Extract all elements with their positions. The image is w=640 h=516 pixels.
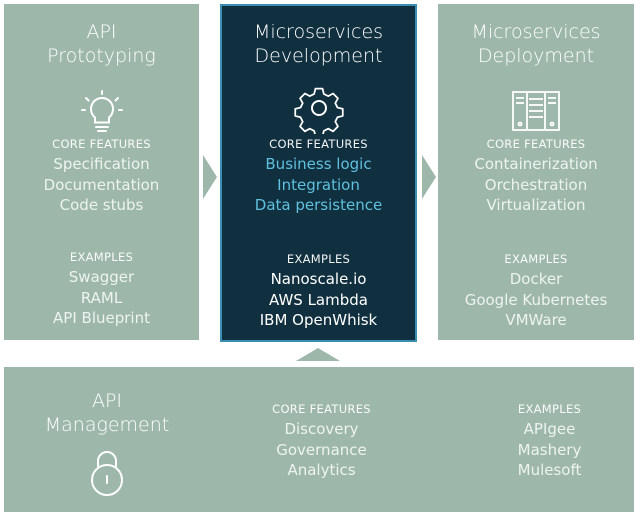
features-list: Specification Documentation Code stubs	[4, 154, 199, 216]
examples-list: Docker Google Kubernetes VMWare	[438, 269, 634, 331]
title-line-1: API	[86, 21, 117, 43]
panel-title: API Prototyping	[4, 20, 199, 68]
features-list: Business logic Integration Data persiste…	[222, 154, 415, 216]
example-item: RAML	[80, 288, 123, 307]
example-item: Nanoscale.io	[270, 270, 367, 288]
feature-item: Orchestration	[484, 175, 588, 194]
examples-section: EXAMPLES Docker Google Kubernetes VMWare	[438, 252, 634, 331]
feature-item: Governance	[276, 440, 367, 459]
feature-item: Documentation	[43, 175, 160, 194]
core-features-label: CORE FEATURES	[272, 402, 371, 416]
example-item: Google Kubernetes	[464, 290, 608, 309]
examples-list: APIgee Mashery Mulesoft	[452, 419, 640, 481]
example-item: APIgee	[523, 420, 576, 438]
lock-icon	[91, 451, 123, 496]
example-item: VMWare	[505, 311, 567, 329]
examples-list: Swagger RAML API Blueprint	[4, 267, 199, 329]
examples-section: EXAMPLES APIgee Mashery Mulesoft	[452, 402, 640, 481]
core-features-label: CORE FEATURES	[52, 137, 151, 151]
lightbulb-icon	[80, 90, 123, 132]
feature-item: Business logic	[265, 155, 372, 173]
title-line-1: Microservices	[471, 21, 601, 43]
title-line-1: Microservices	[253, 21, 384, 43]
title-line-2: Management	[44, 414, 170, 436]
title-line-1: API	[91, 390, 123, 412]
arrow-right-icon	[203, 155, 217, 199]
arrow-right-icon	[422, 155, 436, 199]
examples-section: EXAMPLES Swagger RAML API Blueprint	[4, 250, 199, 329]
panel-microservices-development: Microservices Development CORE FEATURES …	[220, 4, 417, 342]
example-item: Mulesoft	[517, 461, 582, 479]
panel-api-prototyping: API Prototyping CORE FEATURES Specificat…	[4, 4, 199, 340]
example-item: API Blueprint	[53, 309, 150, 327]
example-item: AWS Lambda	[269, 290, 368, 309]
features-list: Discovery Governance Analytics	[224, 419, 419, 481]
feature-item: Code stubs	[59, 196, 144, 214]
example-item: Swagger	[68, 268, 135, 286]
management-title-block: API Management	[4, 389, 210, 497]
gear-icon	[293, 87, 344, 134]
core-features-section: CORE FEATURES Business logic Integration…	[222, 137, 415, 216]
feature-item: Data persistence	[254, 196, 383, 214]
core-features-section: CORE FEATURES Specification Documentatio…	[4, 137, 199, 216]
core-features-section: CORE FEATURES Containerization Orchestra…	[438, 137, 634, 216]
title-line-2: Deployment	[477, 45, 595, 67]
example-item: Docker	[509, 270, 563, 288]
panel-microservices-deployment: Microservices Deployment CORE FEATURES C…	[438, 4, 634, 340]
core-features-label: CORE FEATURES	[269, 137, 368, 151]
core-features-label: CORE FEATURES	[486, 137, 586, 151]
example-item: Mashery	[517, 440, 582, 459]
example-item: IBM OpenWhisk	[259, 311, 378, 329]
examples-list: Nanoscale.io AWS Lambda IBM OpenWhisk	[222, 269, 415, 331]
features-list: Containerization Orchestration Virtualiz…	[438, 154, 634, 216]
server-icon	[512, 91, 560, 131]
arrow-up-icon	[296, 348, 340, 361]
feature-item: Containerization	[474, 155, 598, 173]
title-line-2: Development	[254, 45, 383, 67]
core-features-section: CORE FEATURES Discovery Governance Analy…	[224, 402, 419, 481]
panel-api-management: API Management CORE FEATURES Discovery G…	[4, 367, 634, 512]
feature-item: Specification	[53, 155, 150, 173]
examples-section: EXAMPLES Nanoscale.io AWS Lambda IBM Ope…	[222, 252, 415, 331]
examples-label: EXAMPLES	[69, 250, 134, 264]
panel-title: Microservices Development	[222, 20, 415, 68]
examples-label: EXAMPLES	[504, 252, 568, 266]
panel-title: Microservices Deployment	[438, 20, 634, 68]
feature-item: Virtualization	[486, 196, 586, 214]
feature-item: Discovery	[284, 420, 359, 438]
title-line-2: Prototyping	[47, 45, 156, 67]
feature-item: Analytics	[287, 461, 356, 479]
panel-title: API Management	[4, 389, 210, 437]
examples-label: EXAMPLES	[517, 402, 582, 416]
examples-label: EXAMPLES	[286, 252, 351, 266]
feature-item: Integration	[277, 175, 360, 194]
